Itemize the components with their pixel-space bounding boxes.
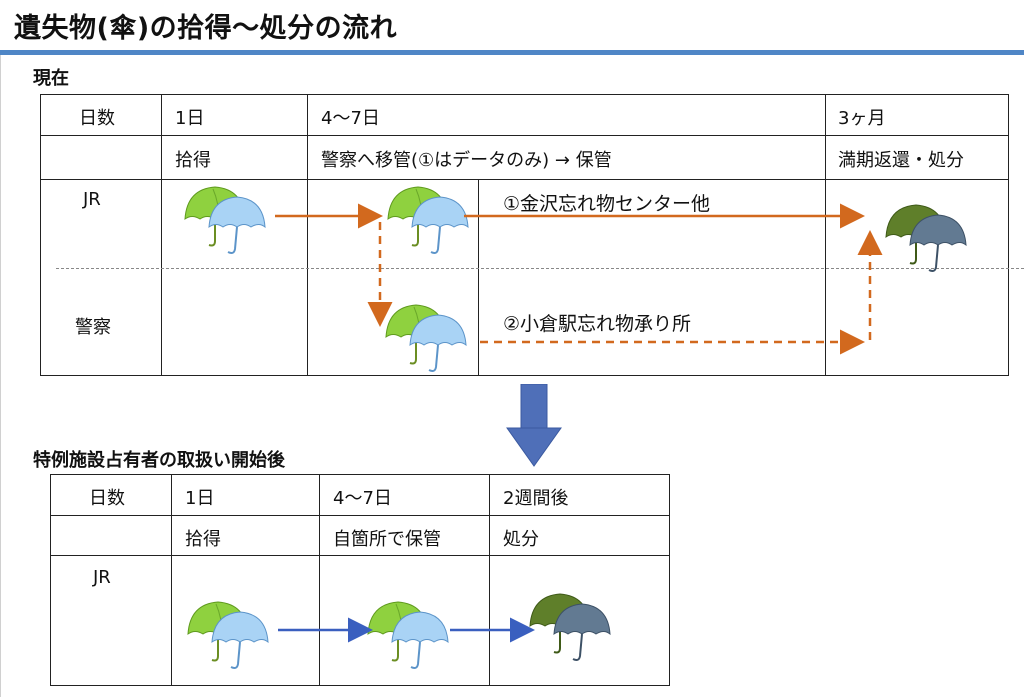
umbrella-dark-icon — [529, 593, 611, 661]
page-title: 遺失物(傘)の拾得～処分の流れ — [14, 13, 398, 44]
row-divider — [51, 515, 669, 516]
row-divider — [41, 179, 1008, 180]
section-heading-current: 現在 — [33, 68, 69, 89]
row-divider — [51, 555, 669, 556]
header-2weeks: 2週間後 — [503, 488, 569, 509]
lane-label-jr: JR — [83, 189, 101, 210]
lane-label-police: 警察 — [75, 317, 111, 338]
action-self-storage: 自箇所で保管 — [333, 529, 441, 550]
current-flow-table: 日数 1日 4～7日 3ヶ月 拾得 警察へ移管(①はデータのみ) → 保管 満期… — [40, 94, 1009, 376]
umbrella-dark-icon — [885, 204, 967, 272]
umbrella-pair-icon — [184, 186, 266, 254]
action-pickup: 拾得 — [185, 529, 221, 550]
section-heading-after: 特例施設占有者の取扱い開始後 — [33, 450, 285, 471]
header-day-1: 1日 — [175, 108, 205, 129]
umbrella-pair-icon — [387, 186, 469, 254]
lane-separator — [56, 268, 1024, 269]
action-dispose: 処分 — [503, 529, 539, 550]
header-day-3months: 3ヶ月 — [838, 108, 886, 129]
route-label-1: ①金沢忘れ物センター他 — [503, 193, 711, 215]
umbrella-pair-icon — [385, 304, 467, 372]
lane-label-jr: JR — [93, 567, 111, 588]
col-divider — [489, 475, 490, 685]
header-days-label: 日数 — [79, 108, 115, 129]
action-transfer-storage: 警察へ移管(①はデータのみ) → 保管 — [321, 150, 612, 171]
col-divider — [825, 95, 826, 375]
umbrella-pair-icon — [187, 601, 269, 669]
header-day-4-7: 4～7日 — [333, 488, 392, 509]
col-divider — [319, 475, 320, 685]
row-divider — [41, 135, 1008, 136]
action-return-dispose: 満期返還・処分 — [838, 150, 964, 171]
action-pickup: 拾得 — [175, 150, 211, 171]
transition-down-arrow — [506, 384, 562, 467]
col-divider — [171, 475, 172, 685]
col-divider — [161, 95, 162, 375]
after-flow-table: 日数 1日 4～7日 2週間後 拾得 自箇所で保管 処分 JR — [50, 474, 670, 686]
col-divider — [307, 95, 308, 375]
umbrella-pair-icon — [367, 601, 449, 669]
header-days-label: 日数 — [89, 488, 125, 509]
header-day-1: 1日 — [185, 488, 215, 509]
col-divider — [478, 179, 479, 375]
title-underline — [0, 50, 1024, 55]
route-label-2: ②小倉駅忘れ物承り所 — [503, 313, 692, 335]
slide-edge — [0, 55, 1, 697]
header-day-4-7: 4～7日 — [321, 108, 380, 129]
